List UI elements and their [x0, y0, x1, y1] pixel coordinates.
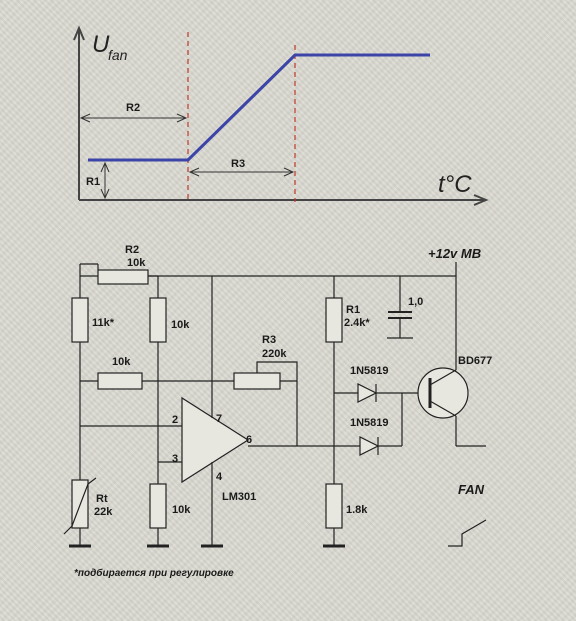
- resistor-r3-name: R3: [262, 334, 276, 346]
- transistor-label: BD677: [458, 355, 492, 367]
- supply-label: +12v MB: [428, 246, 481, 261]
- resistor-10k-horizontal-label: 10k: [112, 356, 131, 368]
- wire: [256, 361, 298, 446]
- resistor-r2-name: R2: [125, 244, 139, 256]
- diode-bottom: [359, 436, 380, 456]
- opamp-pin4: 4: [216, 471, 223, 483]
- dimension-r2-arrows: [79, 113, 188, 123]
- resistor-r3: [233, 372, 281, 390]
- resistor-1-8k-label: 1.8k: [346, 504, 368, 516]
- transfer-graph: U fan t°C R2 R3 R1: [73, 25, 489, 206]
- x-axis-label: t°C: [438, 171, 472, 198]
- dimension-r2-label: R2: [126, 102, 140, 114]
- dimension-r1-label: R1: [86, 176, 100, 188]
- diode-top-label: 1N5819: [350, 365, 389, 377]
- fan-label: FAN: [458, 482, 485, 497]
- opamp-pin3: 3: [172, 453, 178, 465]
- resistor-r1-value: 2.4k*: [344, 317, 370, 329]
- opamp-pin2: 2: [172, 414, 178, 426]
- opamp-pin6: 6: [246, 434, 252, 446]
- fan-voltage-curve: [88, 53, 430, 162]
- resistor-10k-lower-label: 10k: [172, 504, 191, 516]
- diode-top: [357, 383, 378, 403]
- resistor-10k-upper-label: 10k: [171, 319, 190, 331]
- resistor-r2: [97, 269, 149, 285]
- thermistor-value: 22k: [94, 506, 113, 518]
- schematic: +12v MB 11k* R2 10k 10k 10k R3 220k LM30…: [63, 244, 492, 548]
- resistor-r3-value: 220k: [262, 348, 287, 360]
- transistor-bd677: [417, 367, 469, 419]
- dimension-r3-arrows: [188, 167, 295, 177]
- resistor-1-8k: [325, 483, 343, 529]
- resistor-r1-name: R1: [346, 304, 360, 316]
- y-axis-subscript: fan: [108, 47, 128, 63]
- resistor-10k-horizontal: [97, 372, 143, 390]
- thermistor-name: Rt: [96, 493, 108, 505]
- opamp-lm301: [181, 396, 250, 484]
- footnote: *подбирается при регулировке: [74, 567, 234, 579]
- dimension-r1-arrows: [100, 161, 110, 200]
- thermistor-slash: [63, 477, 97, 535]
- resistor-11k-label: 11k*: [92, 317, 115, 329]
- resistor-r1: [325, 297, 343, 343]
- transistor-collector: [429, 369, 457, 386]
- dimension-r3-label: R3: [231, 158, 245, 170]
- opamp-pin7: 7: [216, 413, 222, 425]
- fan-terminal: [448, 519, 487, 547]
- opamp-label: LM301: [222, 491, 256, 503]
- transistor-emitter: [429, 400, 457, 417]
- y-axis-arrow: [73, 25, 85, 41]
- resistor-10k-upper: [149, 297, 167, 343]
- diode-bottom-label: 1N5819: [350, 417, 389, 429]
- resistor-10k-lower: [149, 483, 167, 529]
- x-axis-arrow: [473, 194, 489, 206]
- resistor-r2-value: 10k: [127, 257, 146, 269]
- y-axis-symbol: U: [92, 31, 110, 58]
- resistor-11k: [71, 297, 89, 343]
- capacitor-label: 1,0: [408, 296, 423, 308]
